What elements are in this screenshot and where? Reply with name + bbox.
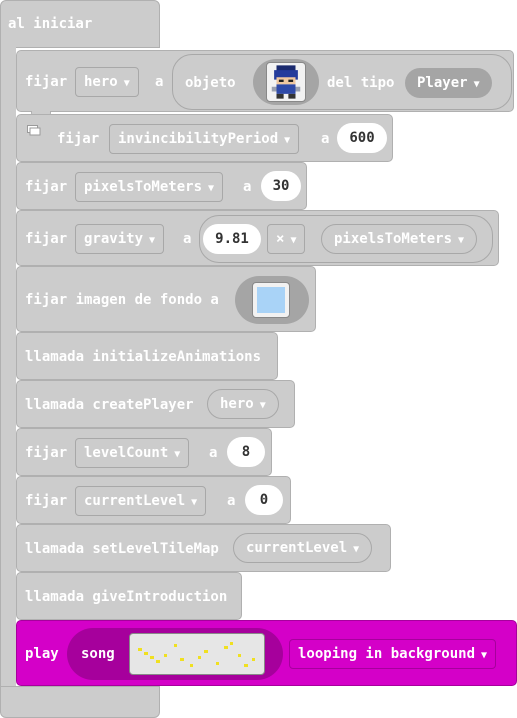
call-set-level-tile-map-block[interactable]: llamada setLevelTileMap currentLevel ▼ bbox=[16, 524, 391, 572]
set-invincibility-verb: fijar bbox=[57, 131, 100, 147]
play-mode-dropdown[interactable]: looping in background ▼ bbox=[289, 639, 497, 669]
dropdown-arrow-icon: ▼ bbox=[353, 544, 360, 555]
set-gravity-to: a bbox=[183, 231, 192, 247]
dropdown-arrow-icon: ▼ bbox=[481, 650, 488, 661]
song-editor-field[interactable] bbox=[129, 633, 265, 675]
invincibility-value-input[interactable]: 600 bbox=[337, 123, 387, 153]
dropdown-arrow-icon: ▼ bbox=[191, 497, 198, 508]
operator-text: × bbox=[276, 231, 285, 247]
sprite-kind-text: Player bbox=[417, 75, 468, 91]
call-initialize-animations-block[interactable]: llamada initializeAnimations bbox=[16, 332, 278, 380]
call-create-player-label: llamada createPlayer bbox=[25, 397, 194, 413]
dropdown-arrow-icon: ▼ bbox=[174, 449, 181, 460]
ptm-reporter-text: pixelsToMeters bbox=[334, 231, 453, 247]
set-invincibility-to: a bbox=[321, 131, 330, 147]
dropdown-arrow-icon: ▼ bbox=[284, 135, 291, 146]
tile-map-arg-dropdown[interactable]: currentLevel ▼ bbox=[233, 533, 373, 563]
on-start-label: al iniciar bbox=[8, 16, 93, 32]
hero-variable-dropdown[interactable]: hero ▼ bbox=[75, 67, 139, 97]
dropdown-arrow-icon: ▼ bbox=[290, 235, 297, 246]
create-player-arg-dropdown[interactable]: hero ▼ bbox=[207, 389, 279, 419]
sprite-kind-dropdown[interactable]: Player ▼ bbox=[405, 68, 492, 98]
set-ptm-to: a bbox=[243, 179, 252, 195]
dropdown-arrow-icon: ▼ bbox=[458, 235, 465, 246]
background-image-swatch bbox=[252, 282, 290, 318]
play-song-block[interactable]: play song loopi bbox=[16, 620, 517, 686]
dropdown-arrow-icon: ▼ bbox=[473, 79, 480, 90]
comment-icon[interactable] bbox=[27, 125, 41, 137]
gravity-left-input[interactable]: 9.81 bbox=[203, 224, 261, 254]
ptm-variable-text: pixelsToMeters bbox=[84, 179, 203, 195]
song-notes-icon bbox=[138, 642, 255, 667]
invincibility-variable-dropdown[interactable]: invincibilityPeriod ▼ bbox=[109, 124, 300, 154]
dropdown-arrow-icon: ▼ bbox=[208, 183, 215, 194]
background-image-field[interactable] bbox=[235, 276, 309, 324]
tile-map-arg-text: currentLevel bbox=[246, 540, 348, 556]
ptm-variable-dropdown[interactable]: pixelsToMeters ▼ bbox=[75, 172, 224, 202]
set-current-level-block[interactable]: fijar currentLevel ▼ a 0 bbox=[16, 476, 291, 524]
ptm-value-input[interactable]: 30 bbox=[261, 171, 301, 201]
set-hero-block[interactable]: fijar hero▼ a objeto del bbox=[16, 50, 514, 116]
set-gravity-block[interactable]: fijar gravity▼ a 9.81 ×▼ pixelsToMeters▼ bbox=[16, 210, 499, 266]
sprite-create-block[interactable]: objeto del tipo Player ▼ bbox=[172, 54, 512, 110]
level-count-variable-text: levelCount bbox=[84, 445, 169, 461]
hero-sprite-icon bbox=[271, 65, 301, 99]
on-start-wall bbox=[0, 46, 16, 698]
current-level-variable-text: currentLevel bbox=[84, 493, 186, 509]
set-invincibility-block[interactable]: fijar invincibilityPeriod ▼ a 600 bbox=[16, 114, 393, 162]
set-pixels-to-meters-block[interactable]: fijar pixelsToMeters ▼ a 30 bbox=[16, 162, 307, 210]
call-create-player-block[interactable]: llamada createPlayer hero ▼ bbox=[16, 380, 295, 428]
on-start-block[interactable] bbox=[0, 0, 160, 48]
song-label: song bbox=[81, 646, 115, 662]
invincibility-variable-text: invincibilityPeriod bbox=[118, 131, 279, 147]
operator-dropdown[interactable]: ×▼ bbox=[267, 224, 306, 254]
set-ptm-verb: fijar bbox=[25, 179, 68, 195]
level-count-value-input[interactable]: 8 bbox=[227, 437, 265, 467]
set-level-count-block[interactable]: fijar levelCount ▼ a 8 bbox=[16, 428, 272, 476]
dropdown-arrow-icon: ▼ bbox=[123, 78, 130, 89]
set-gravity-verb: fijar bbox=[25, 231, 68, 247]
gravity-variable-text: gravity bbox=[84, 231, 144, 247]
sprite-kind-label: del tipo bbox=[327, 75, 395, 91]
current-level-variable-dropdown[interactable]: currentLevel ▼ bbox=[75, 486, 207, 516]
set-level-count-to: a bbox=[209, 445, 218, 461]
multiply-block[interactable]: 9.81 ×▼ pixelsToMeters▼ bbox=[199, 215, 493, 263]
ptm-reporter-dropdown[interactable]: pixelsToMeters ▼ bbox=[321, 224, 478, 254]
call-give-introduction-block[interactable]: llamada giveIntroduction bbox=[16, 572, 242, 620]
play-mode-text: looping in background bbox=[298, 646, 476, 662]
sprite-image-field[interactable] bbox=[253, 59, 319, 105]
dropdown-arrow-icon: ▼ bbox=[259, 400, 266, 411]
level-count-variable-dropdown[interactable]: levelCount ▼ bbox=[75, 438, 190, 468]
set-background-block[interactable]: fijar imagen de fondo a bbox=[16, 266, 316, 332]
set-level-count-verb: fijar bbox=[25, 445, 68, 461]
call-set-level-tile-map-label: llamada setLevelTileMap bbox=[25, 541, 219, 557]
sprite-object-label: objeto bbox=[185, 75, 236, 91]
hero-variable-text: hero bbox=[84, 74, 118, 90]
current-level-value-input[interactable]: 0 bbox=[245, 485, 283, 515]
set-background-label: fijar imagen de fondo a bbox=[25, 292, 219, 308]
set-current-level-verb: fijar bbox=[25, 493, 68, 509]
call-give-introduction-label: llamada giveIntroduction bbox=[25, 589, 228, 605]
play-verb: play bbox=[25, 646, 59, 662]
gravity-variable-dropdown[interactable]: gravity ▼ bbox=[75, 224, 165, 254]
set-hero-to: a bbox=[155, 74, 164, 90]
call-initialize-animations-label: llamada initializeAnimations bbox=[25, 349, 262, 365]
set-current-level-to: a bbox=[227, 493, 236, 509]
song-reporter-block[interactable]: song bbox=[67, 628, 283, 680]
set-hero-verb: fijar bbox=[25, 74, 68, 90]
create-player-arg-text: hero bbox=[220, 396, 254, 412]
dropdown-arrow-icon: ▼ bbox=[149, 235, 156, 246]
on-start-footer bbox=[0, 686, 160, 718]
